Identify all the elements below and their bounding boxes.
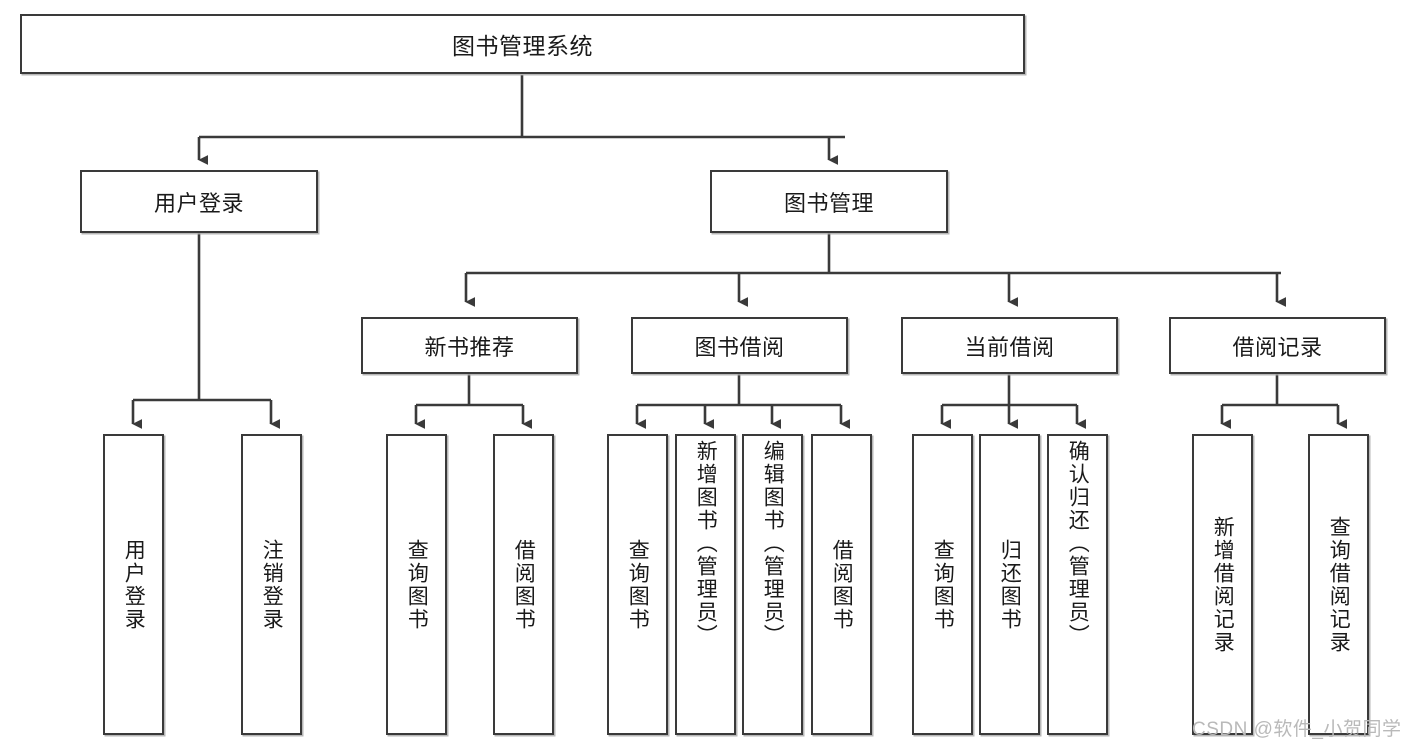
node-leaf-user-login-label: 用户登录 [122,538,146,631]
node-leaf-query-book-2-label: 查询图书 [626,538,650,631]
node-leaf-confirm-return-label: 确认归还（管理员） [1066,440,1090,647]
node-leaf-query-book-1-label: 查询图书 [405,538,429,631]
node-current-borrow-label: 当前借阅 [964,334,1055,360]
node-leaf-query-book-2[interactable]: 查询图书 [607,434,668,735]
node-leaf-confirm-return[interactable]: 确认归还（管理员） [1047,434,1108,735]
node-leaf-edit-book-label: 编辑图书（管理员） [761,440,785,647]
node-user-login-label: 用户登录 [153,190,244,216]
node-book-borrow[interactable]: 图书借阅 [631,317,848,374]
node-leaf-user-login[interactable]: 用户登录 [103,434,164,735]
node-leaf-add-book[interactable]: 新增图书（管理员） [675,434,736,735]
node-leaf-query-record-label: 查询借阅记录 [1327,515,1351,654]
node-leaf-add-record[interactable]: 新增借阅记录 [1192,434,1253,735]
node-book-manage-label: 图书管理 [783,190,874,216]
node-leaf-add-book-label: 新增图书（管理员） [694,440,718,647]
node-leaf-borrow-book-1[interactable]: 借阅图书 [493,434,554,735]
node-root-label: 图书管理系统 [452,33,593,59]
node-leaf-borrow-book-2-label: 借阅图书 [830,538,854,631]
node-new-book-rec[interactable]: 新书推荐 [361,317,578,374]
node-leaf-return-book[interactable]: 归还图书 [979,434,1040,735]
node-leaf-query-book-1[interactable]: 查询图书 [386,434,447,735]
node-leaf-return-book-label: 归还图书 [998,538,1022,631]
watermark: CSDN @软件_小贺同学 [1192,719,1402,740]
node-borrow-record-label: 借阅记录 [1232,334,1323,360]
node-book-borrow-label: 图书借阅 [694,334,785,360]
node-book-manage[interactable]: 图书管理 [710,170,948,233]
node-leaf-edit-book[interactable]: 编辑图书（管理员） [742,434,803,735]
node-leaf-user-logout-label: 注销登录 [260,538,284,631]
node-leaf-user-logout[interactable]: 注销登录 [241,434,302,735]
node-current-borrow[interactable]: 当前借阅 [901,317,1118,374]
node-new-book-rec-label: 新书推荐 [424,334,515,360]
node-borrow-record[interactable]: 借阅记录 [1169,317,1386,374]
node-leaf-add-record-label: 新增借阅记录 [1211,515,1235,654]
node-leaf-query-book-3-label: 查询图书 [931,538,955,631]
node-leaf-borrow-book-2[interactable]: 借阅图书 [811,434,872,735]
node-leaf-borrow-book-1-label: 借阅图书 [512,538,536,631]
node-root[interactable]: 图书管理系统 [20,14,1025,74]
node-user-login[interactable]: 用户登录 [80,170,318,233]
node-leaf-query-book-3[interactable]: 查询图书 [912,434,973,735]
node-leaf-query-record[interactable]: 查询借阅记录 [1308,434,1369,735]
